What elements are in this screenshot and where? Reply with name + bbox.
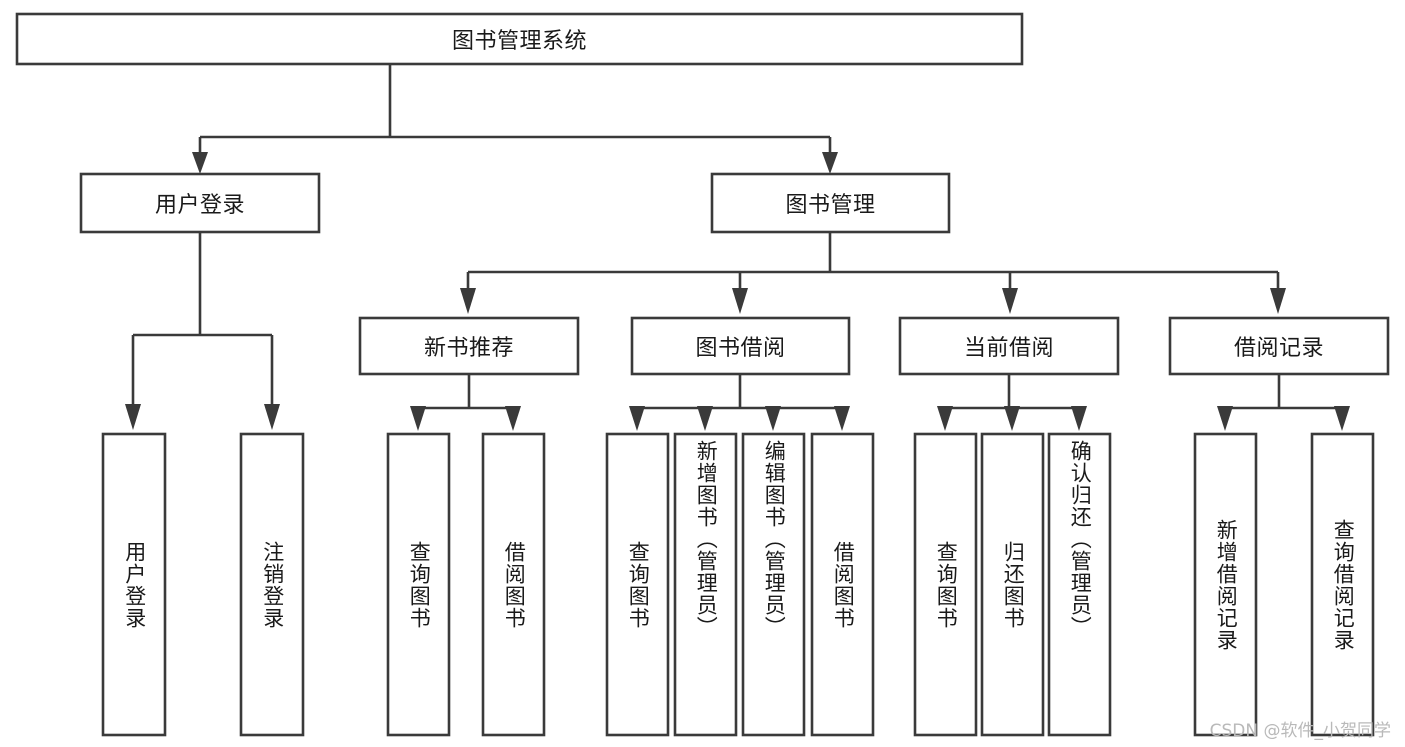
node-box-borrow-record[interactable] bbox=[1168, 316, 1390, 376]
arrow-new-book-to-leaf-0 bbox=[410, 406, 426, 431]
arrow-book-borrow-to-leaf-1 bbox=[697, 406, 713, 431]
arrow-current-borrow-to-leaf-1 bbox=[1004, 406, 1020, 431]
arrow-book-mgmt-to-l3-0 bbox=[460, 288, 476, 314]
arrow-user-login-to-leaf-1 bbox=[264, 404, 280, 430]
arrow-book-mgmt-to-l3-1 bbox=[732, 288, 748, 314]
arrow-borrow-record-to-leaf-1 bbox=[1334, 406, 1350, 431]
arrow-root-to-user-login bbox=[192, 152, 208, 174]
node-box-leaf-add-borrow-record[interactable] bbox=[1193, 432, 1258, 737]
arrow-book-mgmt-to-l3-3 bbox=[1270, 288, 1286, 314]
node-box-leaf-query-books-new[interactable] bbox=[386, 432, 451, 737]
node-box-leaf-user-login[interactable] bbox=[101, 432, 167, 737]
node-box-new-book-recommend[interactable] bbox=[358, 316, 580, 376]
node-box-leaf-query-books-borrow[interactable] bbox=[605, 432, 670, 737]
arrow-root-to-book-mgmt bbox=[822, 152, 838, 174]
node-box-book-borrow[interactable] bbox=[630, 316, 851, 376]
arrow-borrow-record-to-leaf-0 bbox=[1217, 406, 1233, 431]
arrow-book-borrow-to-leaf-0 bbox=[629, 406, 645, 431]
connector-layer bbox=[125, 64, 1350, 431]
node-box-root[interactable] bbox=[15, 12, 1024, 66]
node-box-leaf-add-book-admin[interactable] bbox=[673, 432, 738, 737]
arrow-book-mgmt-to-l3-2 bbox=[1002, 288, 1018, 314]
node-box-leaf-confirm-return-admin[interactable] bbox=[1047, 432, 1112, 737]
node-box-user-login[interactable] bbox=[79, 172, 321, 234]
node-box-leaf-logout[interactable] bbox=[239, 432, 305, 737]
node-box-current-borrow[interactable] bbox=[898, 316, 1120, 376]
arrow-current-borrow-to-leaf-2 bbox=[1071, 406, 1087, 431]
node-box-leaf-query-books-current[interactable] bbox=[913, 432, 978, 737]
arrow-user-login-to-leaf-0 bbox=[125, 404, 141, 430]
arrow-book-borrow-to-leaf-2 bbox=[765, 406, 781, 431]
watermark-text: CSDN @软件_小贺同学 bbox=[1209, 721, 1391, 741]
node-box-leaf-borrow-books-new[interactable] bbox=[481, 432, 546, 737]
node-box-leaf-edit-book-admin[interactable] bbox=[741, 432, 806, 737]
node-layer bbox=[15, 12, 1390, 737]
node-box-leaf-borrow-books-borrow[interactable] bbox=[810, 432, 875, 737]
arrow-new-book-to-leaf-1 bbox=[505, 406, 521, 431]
arrow-current-borrow-to-leaf-0 bbox=[937, 406, 953, 431]
arrow-book-borrow-to-leaf-3 bbox=[834, 406, 850, 431]
node-box-book-management[interactable] bbox=[710, 172, 951, 234]
node-box-leaf-query-borrow-record[interactable] bbox=[1310, 432, 1375, 737]
node-box-leaf-return-books[interactable] bbox=[980, 432, 1045, 737]
